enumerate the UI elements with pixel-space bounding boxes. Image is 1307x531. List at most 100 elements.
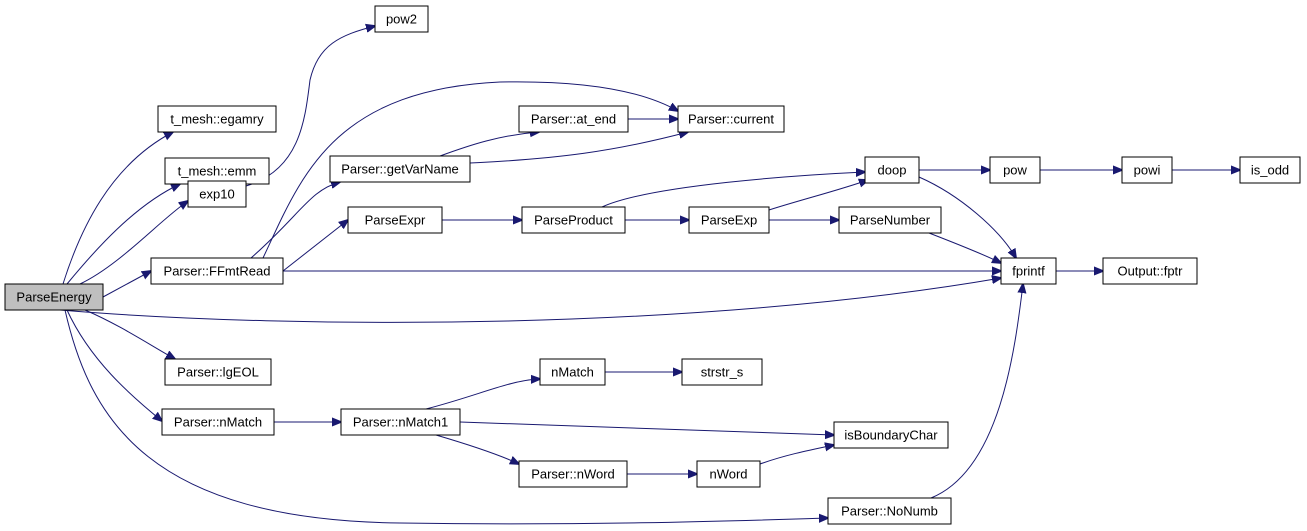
edge-ParseProduct-to-doop: [601, 172, 865, 208]
node-box: [864, 156, 920, 184]
node-box: [340, 408, 461, 436]
node-box: [677, 105, 785, 133]
node-ParseProduct[interactable]: ParseProduct: [521, 206, 626, 234]
node-fprintf[interactable]: fprintf: [1000, 257, 1057, 285]
node-label: t_mesh::egamry: [170, 112, 264, 127]
edge-Parser_FFmtRead-to-ParseExpr: [282, 220, 348, 272]
node-label: Parser::getVarName: [341, 162, 459, 177]
node-label: Parser::nMatch1: [353, 415, 448, 430]
node-t_mesh_emm[interactable]: t_mesh::emm: [164, 157, 270, 185]
node-Parser_nMatch[interactable]: Parser::nMatch: [161, 408, 275, 436]
edge-Parser_FFmtRead-to-Parser_getVarName: [250, 182, 340, 259]
node-label: Parser::at_end: [531, 112, 616, 127]
node-label: ParseNumber: [850, 213, 931, 228]
node-box: [1102, 257, 1198, 285]
node-pow[interactable]: pow: [989, 156, 1041, 184]
node-Parser_getVarName[interactable]: Parser::getVarName: [329, 155, 471, 183]
edge-Parser_FFmtRead-to-Parser_current: [262, 81, 678, 259]
edge-ParseEnergy-to-Parser_FFmtRead: [102, 271, 151, 298]
node-label: Parser::current: [688, 112, 774, 127]
node-box: [838, 206, 942, 234]
edge-ParseEnergy-to-exp10: [79, 201, 188, 285]
node-Parser_current[interactable]: Parser::current: [677, 105, 785, 133]
edge-ParseExp-to-doop: [768, 180, 868, 211]
node-box: [1239, 156, 1301, 184]
edge-ParseEnergy-to-t_mesh_egamry: [62, 132, 173, 285]
edge-nWord-to-isBoundaryChar: [759, 445, 834, 465]
node-box: [1000, 257, 1057, 285]
node-box: [161, 408, 275, 436]
node-pow2[interactable]: pow2: [374, 5, 429, 33]
node-label: is_odd: [1251, 163, 1289, 178]
node-Parser_at_end[interactable]: Parser::at_end: [518, 105, 629, 133]
node-label: nMatch: [551, 365, 594, 380]
node-ParseNumber[interactable]: ParseNumber: [838, 206, 942, 234]
node-box: [833, 421, 949, 449]
node-Output_fptr[interactable]: Output::fptr: [1102, 257, 1198, 285]
node-box: [1121, 156, 1173, 184]
node-ParseExpr[interactable]: ParseExpr: [347, 206, 443, 234]
edge-ParseEnergy-to-Parser_nMatch: [66, 309, 162, 421]
edge-ParseEnergy-to-fprintf: [59, 278, 1001, 323]
node-label: ParseExp: [701, 213, 757, 228]
edge-doop-to-fprintf: [918, 176, 1016, 258]
node-nWord[interactable]: nWord: [696, 460, 761, 488]
edge-Parser_getVarName-to-Parser_at_end: [439, 132, 539, 157]
node-label: Parser::FFmtRead: [164, 264, 271, 279]
node-box: [164, 157, 270, 185]
node-strstr_s[interactable]: strstr_s: [681, 358, 763, 386]
node-is_odd[interactable]: is_odd: [1239, 156, 1301, 184]
node-doop[interactable]: doop: [864, 156, 920, 184]
node-box: [4, 283, 104, 311]
node-box: [150, 257, 284, 285]
edge-Parser_getVarName-to-Parser_current: [444, 132, 688, 165]
node-Parser_NoNumb[interactable]: Parser::NoNumb: [827, 497, 952, 525]
node-label: t_mesh::emm: [178, 164, 257, 179]
node-label: exp10: [199, 187, 234, 202]
node-label: Output::fptr: [1117, 264, 1183, 279]
node-label: strstr_s: [701, 365, 744, 380]
node-label: doop: [878, 163, 907, 178]
node-box: [329, 155, 471, 183]
node-label: Parser::NoNumb: [841, 504, 938, 519]
node-label: ParseExpr: [365, 213, 426, 228]
node-box: [347, 206, 443, 234]
node-label: Parser::nWord: [531, 467, 615, 482]
node-box: [539, 358, 606, 386]
node-label: pow: [1003, 163, 1027, 178]
node-box: [681, 358, 763, 386]
node-t_mesh_egamry[interactable]: t_mesh::egamry: [157, 105, 277, 133]
edge-Parser_NoNumb-to-fprintf: [930, 284, 1023, 499]
node-box: [187, 180, 247, 208]
node-Parser_nWord[interactable]: Parser::nWord: [518, 460, 628, 488]
node-Parser_FFmtRead[interactable]: Parser::FFmtRead: [150, 257, 284, 285]
node-Parser_lgEOL[interactable]: Parser::lgEOL: [164, 358, 272, 386]
edge-ParseNumber-to-fprintf: [928, 232, 1001, 263]
node-box: [688, 206, 770, 234]
edge-exp10-to-pow2: [245, 26, 375, 187]
edge-ParseEnergy-to-t_mesh_emm: [66, 184, 180, 285]
node-label: Parser::nMatch: [174, 415, 262, 430]
node-label: fprintf: [1012, 264, 1045, 279]
edge-Parser_nMatch1-to-Parser_nWord: [435, 434, 519, 464]
node-label: ParseProduct: [534, 213, 613, 228]
edge-ParseEnergy-to-Parser_lgEOL: [84, 309, 175, 359]
node-isBoundaryChar[interactable]: isBoundaryChar: [833, 421, 949, 449]
node-nMatch[interactable]: nMatch: [539, 358, 606, 386]
node-box: [164, 358, 272, 386]
node-box: [374, 5, 429, 33]
node-label: isBoundaryChar: [844, 428, 938, 443]
node-Parser_nMatch1[interactable]: Parser::nMatch1: [340, 408, 461, 436]
node-ParseEnergy: ParseEnergy: [4, 283, 104, 311]
node-box: [696, 460, 761, 488]
node-box: [827, 497, 952, 525]
node-box: [518, 460, 628, 488]
node-label: Parser::lgEOL: [177, 365, 259, 380]
node-ParseExp[interactable]: ParseExp: [688, 206, 770, 234]
node-exp10[interactable]: exp10: [187, 180, 247, 208]
node-box: [989, 156, 1041, 184]
node-label: pow2: [386, 12, 417, 27]
node-label: ParseEnergy: [16, 290, 92, 305]
node-powi[interactable]: powi: [1121, 156, 1173, 184]
